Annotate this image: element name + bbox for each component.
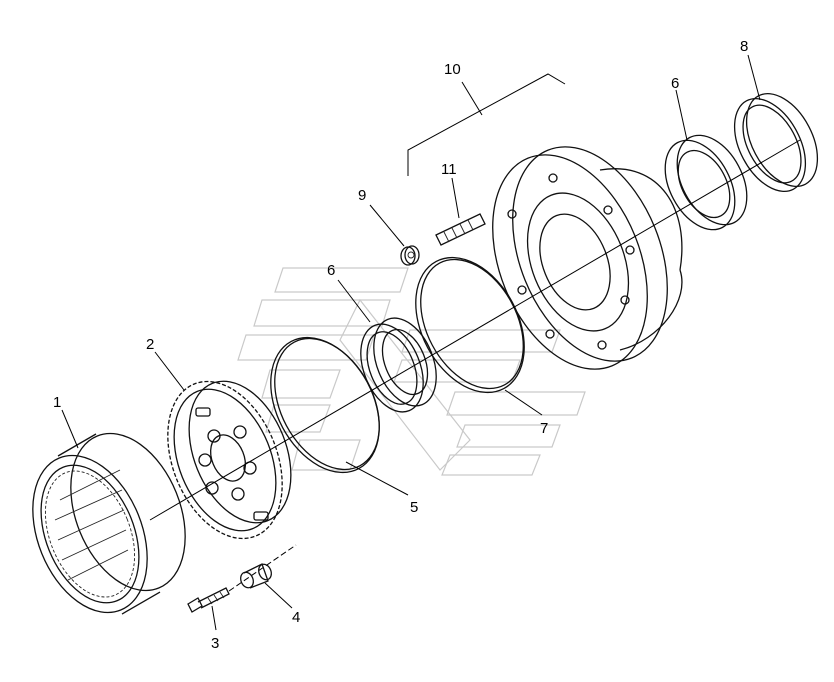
callout-6-outer: 6: [671, 75, 679, 92]
bushing-part: [240, 563, 272, 589]
bearing-outer-part: [664, 134, 748, 231]
carrier-gear-part: [167, 380, 292, 540]
callout-11: 11: [441, 161, 457, 178]
callout-4: 4: [292, 609, 300, 626]
wheel-hub-part: [407, 73, 683, 370]
bearing-inner-part: [360, 317, 437, 413]
callout-2: 2: [146, 336, 154, 353]
callout-5: 5: [410, 499, 418, 516]
leader-lines: [61, 54, 761, 631]
callout-10: 10: [444, 61, 461, 78]
callout-9: 9: [358, 187, 366, 204]
callout-3: 3: [211, 635, 219, 652]
seal-ring-part: [733, 93, 819, 192]
callout-1: 1: [53, 394, 61, 411]
callout-8: 8: [740, 38, 748, 55]
callout-labels: 1 2 3 4 5 6 6 7 8 9 10 11: [53, 38, 748, 652]
assembly-axis: [149, 139, 801, 521]
watermark-logo: [237, 267, 586, 476]
callout-6-inner: 6: [327, 262, 335, 279]
callout-7: 7: [540, 420, 548, 437]
ring-gear-part: [32, 432, 186, 615]
nut-part: [400, 245, 420, 266]
bolt-part: [187, 544, 297, 613]
stud-part: [435, 213, 486, 246]
